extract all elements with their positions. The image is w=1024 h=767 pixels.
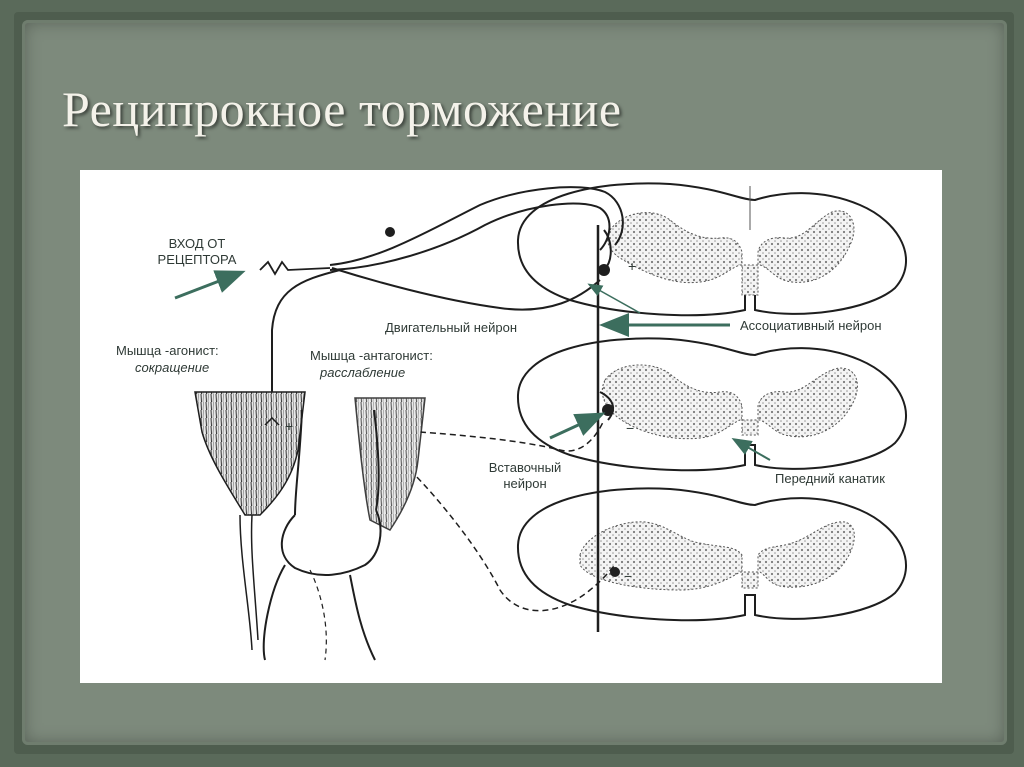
motor-neuron-label: Двигательный нейрон bbox=[385, 320, 518, 335]
interneuron-label: Вставочный нейрон bbox=[470, 460, 580, 492]
spinal-cord-section-middle bbox=[516, 337, 907, 472]
spinal-cord-section-bottom bbox=[516, 487, 907, 622]
agonist-muscle bbox=[194, 391, 306, 651]
spinal-cord-section-top bbox=[516, 182, 907, 317]
synapse-sign-agonist: + bbox=[285, 418, 294, 434]
annotation-arrows bbox=[174, 270, 771, 461]
synapse-sign-motor: + bbox=[628, 258, 637, 274]
receptor-input-label: ВХОД ОТ РЕЦЕПТОРА bbox=[142, 236, 252, 268]
efferent-inhibitory-path bbox=[409, 419, 616, 612]
receptor-input-label-line2: РЕЦЕПТОРА bbox=[157, 252, 237, 267]
synapse-sign-interneuron: − bbox=[626, 420, 635, 436]
antagonist-muscle-label: Мышца -антагонист: bbox=[310, 348, 433, 363]
afferent-nerve bbox=[259, 186, 624, 425]
knee-bone bbox=[262, 409, 382, 661]
association-neuron-label: Ассоциативный нейрон bbox=[740, 318, 882, 333]
interneuron-label-line2: нейрон bbox=[503, 476, 547, 491]
diagram-figure: ВХОД ОТ РЕЦЕПТОРА Мышца -агонист: сокращ… bbox=[80, 170, 942, 683]
synapse-sign-antagonist: − bbox=[624, 568, 633, 584]
agonist-muscle-label: Мышца -агонист: bbox=[116, 343, 219, 358]
receptor-input-label-line1: ВХОД ОТ bbox=[168, 236, 226, 251]
slide-title: Реципрокное торможение bbox=[62, 81, 622, 137]
anterior-funiculus-label: Передний канатик bbox=[775, 471, 885, 486]
antagonist-state-label: расслабление bbox=[320, 365, 406, 380]
agonist-state-label: сокращение bbox=[135, 360, 210, 375]
reciprocal-inhibition-diagram bbox=[174, 182, 907, 661]
interneuron-label-line1: Вставочный bbox=[488, 460, 562, 475]
antagonist-muscle bbox=[354, 397, 426, 531]
